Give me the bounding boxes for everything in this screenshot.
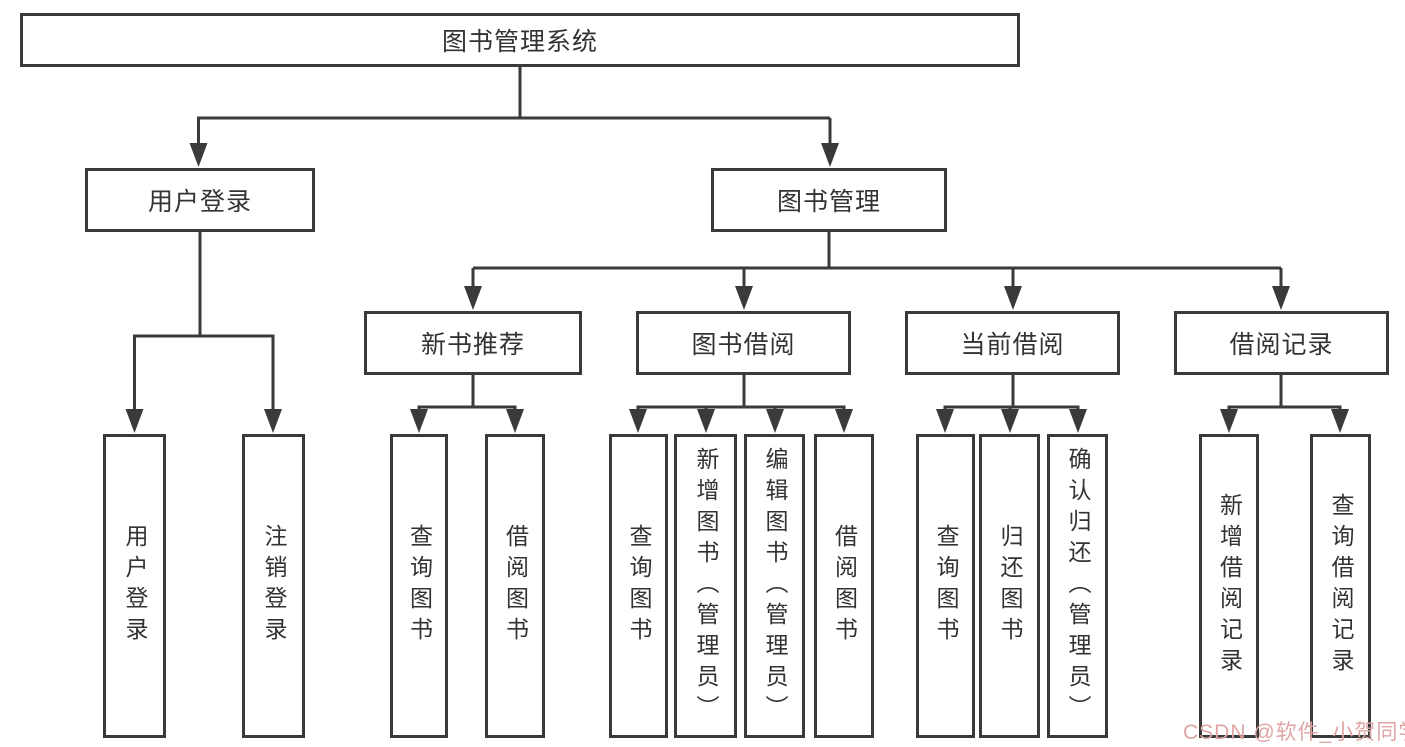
leaf-query-books-recommend: 查询图书 <box>390 434 448 738</box>
node-root-system: 图书管理系统 <box>20 13 1020 67</box>
node-label: 归还图书 <box>997 524 1023 648</box>
leaf-add-borrow-record: 新增借阅记录 <box>1199 434 1259 738</box>
node-user-login: 用户登录 <box>85 168 315 232</box>
csdn-watermark: CSDN @软件_小贺同学 <box>1183 721 1405 744</box>
leaf-query-books-current: 查询图书 <box>916 434 975 738</box>
leaf-user-login: 用户登录 <box>103 434 166 738</box>
leaf-borrow-book: 借阅图书 <box>814 434 874 738</box>
node-new-book-recommend: 新书推荐 <box>364 311 582 375</box>
node-current-borrow: 当前借阅 <box>905 311 1120 375</box>
node-label: 图书借阅 <box>691 331 796 359</box>
node-label: 图书管理系统 <box>441 28 598 56</box>
node-book-borrow: 图书借阅 <box>636 311 851 375</box>
node-label: 借阅记录 <box>1229 331 1334 359</box>
node-label: 新增借阅记录 <box>1216 493 1243 679</box>
leaf-return-book: 归还图书 <box>979 434 1040 738</box>
leaf-add-book-admin: 新增图书（管理员） <box>674 434 737 738</box>
node-borrow-records: 借阅记录 <box>1174 311 1389 375</box>
node-label: 借阅图书 <box>831 524 858 648</box>
leaf-query-borrow-record: 查询借阅记录 <box>1310 434 1371 738</box>
node-label: 查询图书 <box>933 524 959 648</box>
node-label: 确认归还（管理员） <box>1065 446 1091 726</box>
node-label: 注销登录 <box>261 524 287 648</box>
node-label: 当前借阅 <box>960 331 1065 359</box>
leaf-borrow-book-recommend: 借阅图书 <box>485 434 545 738</box>
node-label: 查询图书 <box>406 524 433 648</box>
node-label: 用户登录 <box>122 524 148 648</box>
node-label: 图书管理 <box>776 188 881 216</box>
node-label: 查询借阅记录 <box>1328 493 1354 679</box>
leaf-edit-book-admin: 编辑图书（管理员） <box>744 434 805 738</box>
leaf-logout: 注销登录 <box>242 434 305 738</box>
node-label: 新书推荐 <box>420 331 525 359</box>
node-book-management: 图书管理 <box>711 168 947 232</box>
arrowhead-icons <box>125 143 1349 433</box>
node-label: 查询图书 <box>626 524 652 648</box>
node-label: 借阅图书 <box>502 524 529 648</box>
node-label: 用户登录 <box>147 188 252 216</box>
leaf-confirm-return-admin: 确认归还（管理员） <box>1047 434 1108 738</box>
leaf-query-books-borrow: 查询图书 <box>609 434 668 738</box>
node-label: 编辑图书（管理员） <box>762 446 788 726</box>
node-label: 新增图书（管理员） <box>693 446 719 726</box>
